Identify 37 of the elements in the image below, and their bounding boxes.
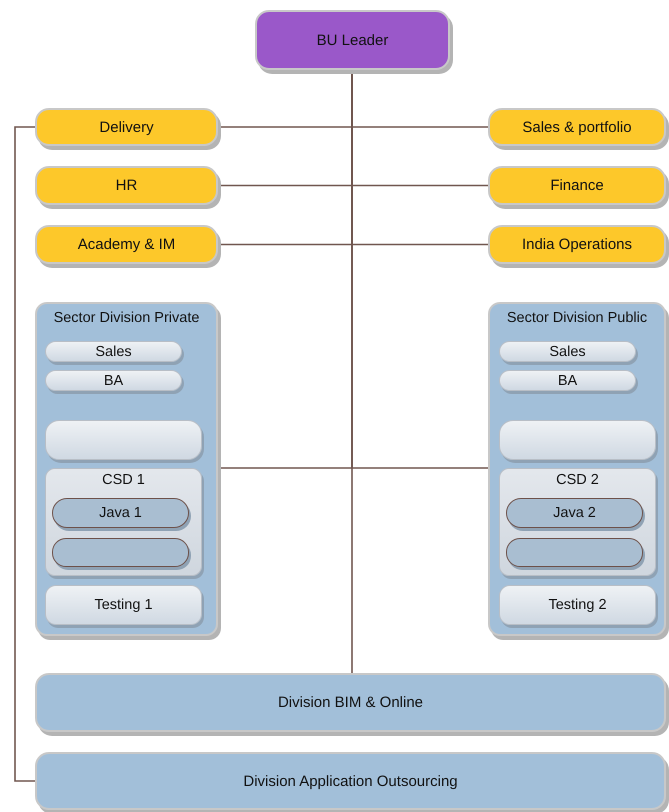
unit-box [45, 341, 182, 362]
team-box [506, 538, 643, 567]
node-label: BA [104, 372, 124, 388]
node-label: HR [116, 177, 138, 194]
node-label: India Operations [522, 236, 632, 253]
unit-box [499, 341, 636, 362]
node-label: Java 1 [99, 505, 142, 521]
team-box [52, 498, 189, 528]
node-label: Java 2 [553, 505, 596, 521]
unit-box [45, 420, 202, 460]
node-label: Testing 2 [548, 597, 607, 613]
unit-box [45, 370, 182, 391]
team-box [506, 498, 643, 528]
group-box [499, 468, 656, 576]
node-label: Delivery [99, 118, 154, 136]
group-heading: Sector Division Public [506, 310, 648, 326]
unit-box [45, 585, 202, 625]
node-label: Sales & portfolio [522, 118, 632, 136]
node-label: BU Leader [316, 32, 388, 48]
node-label: Division BIM & Online [278, 694, 424, 711]
division-bar [35, 752, 666, 810]
unit-box [499, 585, 656, 625]
group-box [45, 468, 202, 576]
node-label: Finance [550, 177, 604, 194]
node-label: Division Application Outsourcing [243, 772, 458, 790]
node-label: BA [558, 372, 578, 388]
team-box [52, 538, 189, 567]
unit-box [499, 420, 656, 460]
group-heading: Sector Division Private [54, 310, 200, 326]
unit-box [499, 370, 636, 391]
node-label: Testing 1 [94, 597, 153, 613]
group-heading: CSD 2 [556, 472, 599, 488]
node-label: Sales [549, 344, 586, 360]
node-label: Sales [95, 344, 132, 360]
node-label: Academy & IM [78, 236, 176, 253]
group-heading: CSD 1 [102, 472, 145, 488]
connector-line [14, 126, 35, 782]
